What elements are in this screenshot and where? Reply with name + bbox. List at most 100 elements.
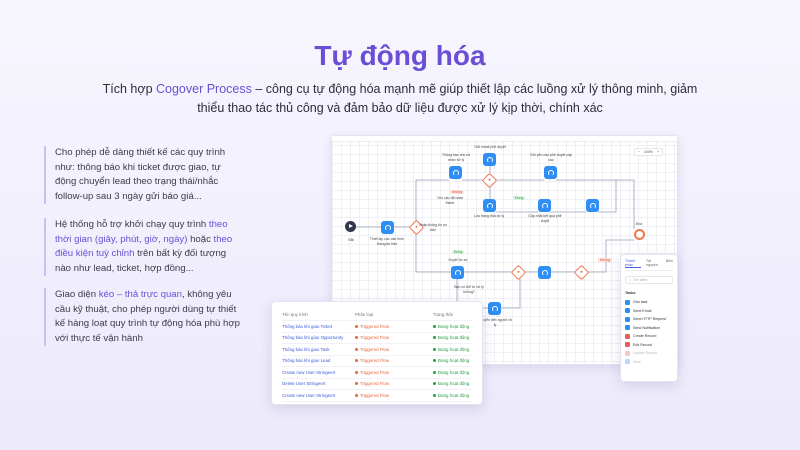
create-record-icon [625,333,630,339]
row-type-label: Triggered Flow [360,358,390,364]
bell-icon [625,325,630,331]
tab-resources[interactable]: Tài nguyên [645,259,658,267]
row-type: Triggered Flow [355,324,433,329]
panel-search-input[interactable]: ⌕Tìm kiếm [625,276,673,284]
flow-node-n5[interactable] [483,199,496,212]
flow-node-n7[interactable] [451,266,464,279]
flow-node-n3[interactable] [483,153,496,166]
task-icon [486,202,493,209]
row-status: Đang hoạt động [433,347,472,352]
panel-item-send-http[interactable]: Send HTTP Request [625,315,673,324]
row-name-link[interactable]: Delete User StringeeX [282,381,326,387]
zoom-out-icon[interactable]: − [637,150,640,154]
start-node-play-icon[interactable] [345,221,356,232]
row-type: Triggered Flow [355,358,433,363]
update-record-icon [625,350,630,356]
panel-item-label: Send Notification [633,325,661,330]
col-header-name[interactable]: Tên quy trình [282,312,308,317]
row-type-label: Triggered Flow [360,323,390,329]
row-status: Đang hoạt động [433,381,472,386]
task-icon [589,202,596,209]
status-dot-icon [433,370,436,374]
table-row[interactable]: Thông báo khi giao Opportunity Triggered … [282,333,472,344]
tab-components[interactable]: Thành phần [625,259,641,268]
page-title: Tự động hóa [314,40,486,71]
feature-trigger-pre: Hệ thống hỗ trợ khởi chạy quy trình [55,219,209,230]
status-dot-icon [433,382,436,386]
row-type-label: Triggered Flow [360,335,390,341]
flow-node-n2-label: Thông báo cho cá nhân xử lý [441,153,471,162]
task-icon [491,305,498,312]
panel-item-send-email[interactable]: Send Email [625,307,673,316]
tab-variables[interactable]: Biến [665,259,673,263]
status-dot-icon [433,393,436,397]
row-status: Đang hoạt động [433,393,472,398]
status-dot-icon [433,336,436,340]
row-status-label: Đang hoạt động [438,346,470,352]
type-dot-icon [355,336,358,340]
panel-item-label: Edit Record [633,342,652,347]
flow-node-n4[interactable] [544,166,557,179]
end-node-label: End [635,222,643,226]
type-dot-icon [355,393,358,397]
row-type-label: Triggered Flow [360,381,390,387]
branch-tag-yes: Đúng [452,250,465,254]
table-row[interactable]: Thông báo khi giao Ticket Triggered Flow Đ… [282,321,472,333]
col-header-type[interactable]: Phân loại [355,312,374,317]
feature-trigger: Hệ thống hỗ trợ khởi chạy quy trình theo… [44,218,244,276]
row-name-link[interactable]: Thông báo khi giao Task [282,346,330,352]
zoom-in-icon[interactable]: + [656,150,659,154]
flow-node-n7-label: Duyệt hồ sơ [448,258,468,262]
end-node[interactable] [634,229,645,240]
row-status: Đang hoạt động [433,335,472,340]
flow-node-n1[interactable] [381,221,394,234]
flow-node-n8-label: Chuyển đến người xử lý [477,318,513,327]
flow-node-n6[interactable] [538,199,551,212]
type-dot-icon [355,347,358,351]
flow-node-n1-label: Thiết lập các cấu hình thông tin trên [369,237,405,246]
task-icon [486,156,493,163]
subtitle-brand-link[interactable]: Cogover Process [156,82,252,96]
flow-node-n8[interactable] [488,302,501,315]
type-dot-icon [355,370,358,374]
col-header-status[interactable]: Trạng thái [433,312,453,317]
panel-item-edit-record[interactable]: Edit Record [625,341,673,350]
panel-item-update-record[interactable]: Update Record [625,349,673,358]
flow-node-n7b[interactable] [538,266,551,279]
branch-tag-yes: Đúng [513,196,526,200]
panel-item-view[interactable]: View [625,358,673,367]
panel-item-assign-task[interactable]: Gán task [625,298,673,307]
subtitle-text-post: – công cụ tự động hóa mạnh mẽ giúp thiết… [197,82,698,115]
row-name-link[interactable]: Create new User StringeeX [282,369,336,375]
row-status: Đang hoạt động [433,324,472,329]
email-icon [625,308,630,314]
start-node-label: Bắt [348,238,354,242]
panel-item-label: Update Record [633,351,658,356]
row-name-link[interactable]: Thông báo khi giao Opportunity [282,335,344,341]
row-name-link[interactable]: Create new User StringeeX [282,392,336,398]
row-name-link[interactable]: Thông báo khi giao Ticket [282,323,333,329]
panel-item-send-notification[interactable]: Send Notification [625,324,673,333]
flow-decision-d2-label: Bạn có thể tự xử lý không? [454,285,484,294]
table-row[interactable]: Delete User StringeeX Triggered Flow Đang … [282,379,472,390]
table-row[interactable]: Create new User StringeeX Triggered Flow Đ… [282,390,472,402]
flow-node-n6b[interactable] [586,199,599,212]
row-type-label: Triggered Flow [360,392,390,398]
row-name-link[interactable]: Thông báo khi giao Lead [282,358,331,364]
flow-decision-d3-label: Nhận thông tin cơ bản [419,223,447,232]
row-status-label: Đang hoạt động [438,323,470,329]
row-status: Đang hoạt động [433,370,472,375]
status-dot-icon [433,359,436,363]
zoom-level: 100% [644,150,653,154]
zoom-control[interactable]: −100%+ [633,148,663,156]
flow-node-n2[interactable] [449,166,462,179]
status-dot-icon [433,324,436,328]
http-icon [625,316,630,322]
panel-item-create-record[interactable]: Create Record [625,332,673,341]
task-icon [625,299,630,305]
flow-decision-d1-label: Yêu cầu đã hoàn thành [436,196,464,205]
panel-search-placeholder: Tìm kiếm [632,278,648,282]
